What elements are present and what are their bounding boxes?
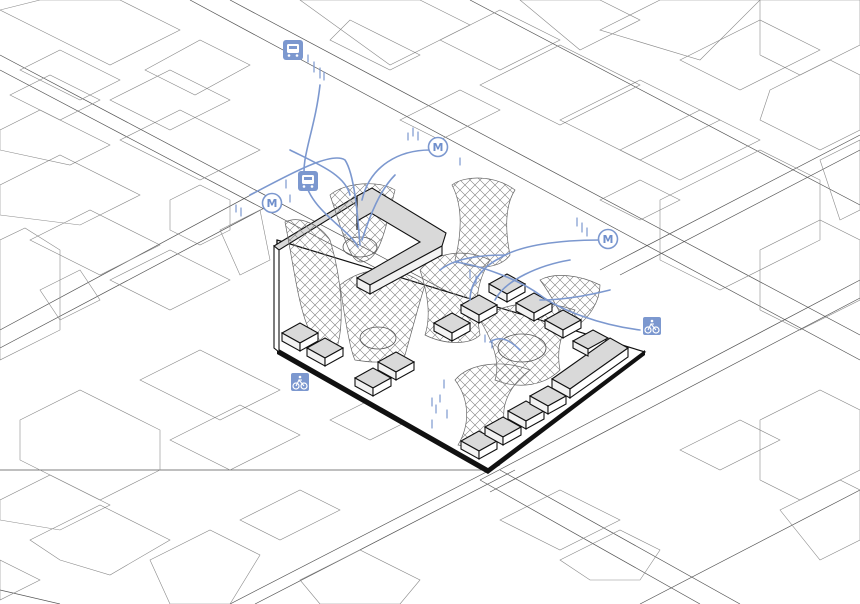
kiosk [432, 312, 472, 342]
metro-icon: M [427, 136, 449, 158]
activity-marks [235, 54, 588, 429]
canopy-shell [419, 252, 491, 343]
bus-icon [283, 40, 303, 60]
metro-label: M [267, 197, 278, 210]
kiosk [487, 273, 527, 303]
metro-icon: M [597, 228, 619, 250]
transit-markers: M M M [261, 40, 661, 391]
canopy-shell [284, 219, 342, 361]
l-shaped-building [355, 187, 447, 295]
kiosk [353, 367, 393, 397]
metro-label: M [603, 233, 614, 246]
kiosk [543, 309, 583, 339]
kiosk [528, 385, 568, 415]
metro-icon: M [261, 192, 283, 214]
kiosk [483, 416, 523, 446]
bus-icon [298, 171, 318, 191]
bicycle-icon [643, 317, 661, 335]
kiosk [280, 322, 320, 352]
bicycle-icon [291, 373, 309, 391]
canopy-shell [451, 177, 516, 268]
pedestrian-flows [249, 84, 641, 351]
kiosk [305, 337, 345, 367]
bar-building [550, 337, 630, 400]
kiosk [376, 351, 416, 381]
metro-label: M [433, 141, 444, 154]
kiosk [571, 329, 610, 357]
